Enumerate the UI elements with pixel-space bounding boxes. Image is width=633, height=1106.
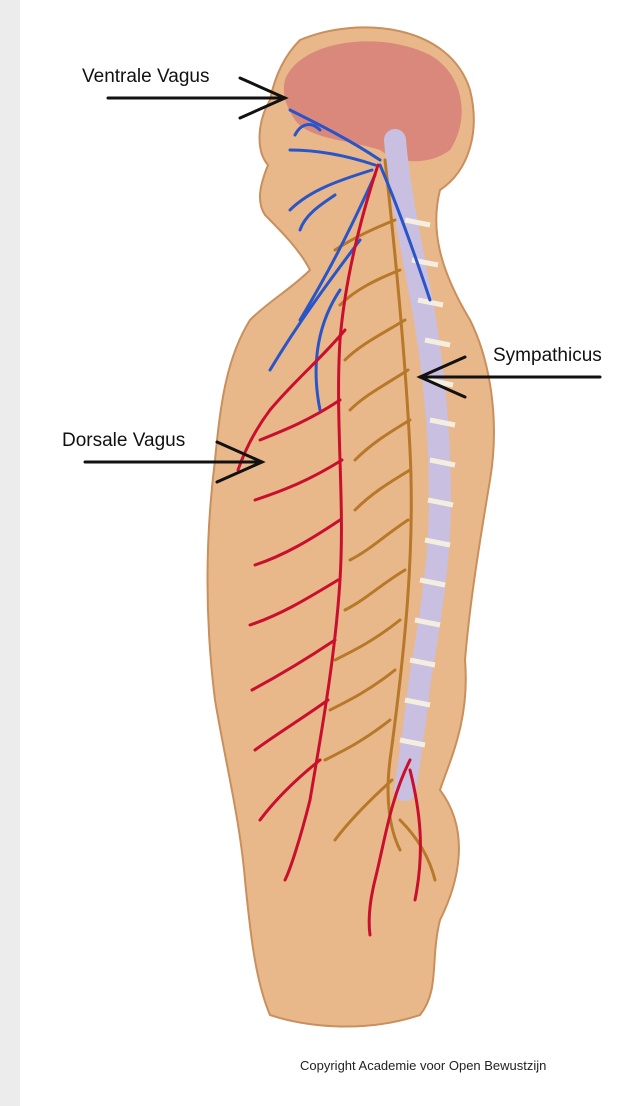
copyright-notice: Copyright Academie voor Open Bewustzijn: [300, 1058, 546, 1073]
label-sympathicus: Sympathicus: [493, 345, 602, 367]
label-ventral-vagus: Ventrale Vagus: [82, 66, 209, 88]
label-dorsal-vagus: Dorsale Vagus: [62, 430, 185, 452]
